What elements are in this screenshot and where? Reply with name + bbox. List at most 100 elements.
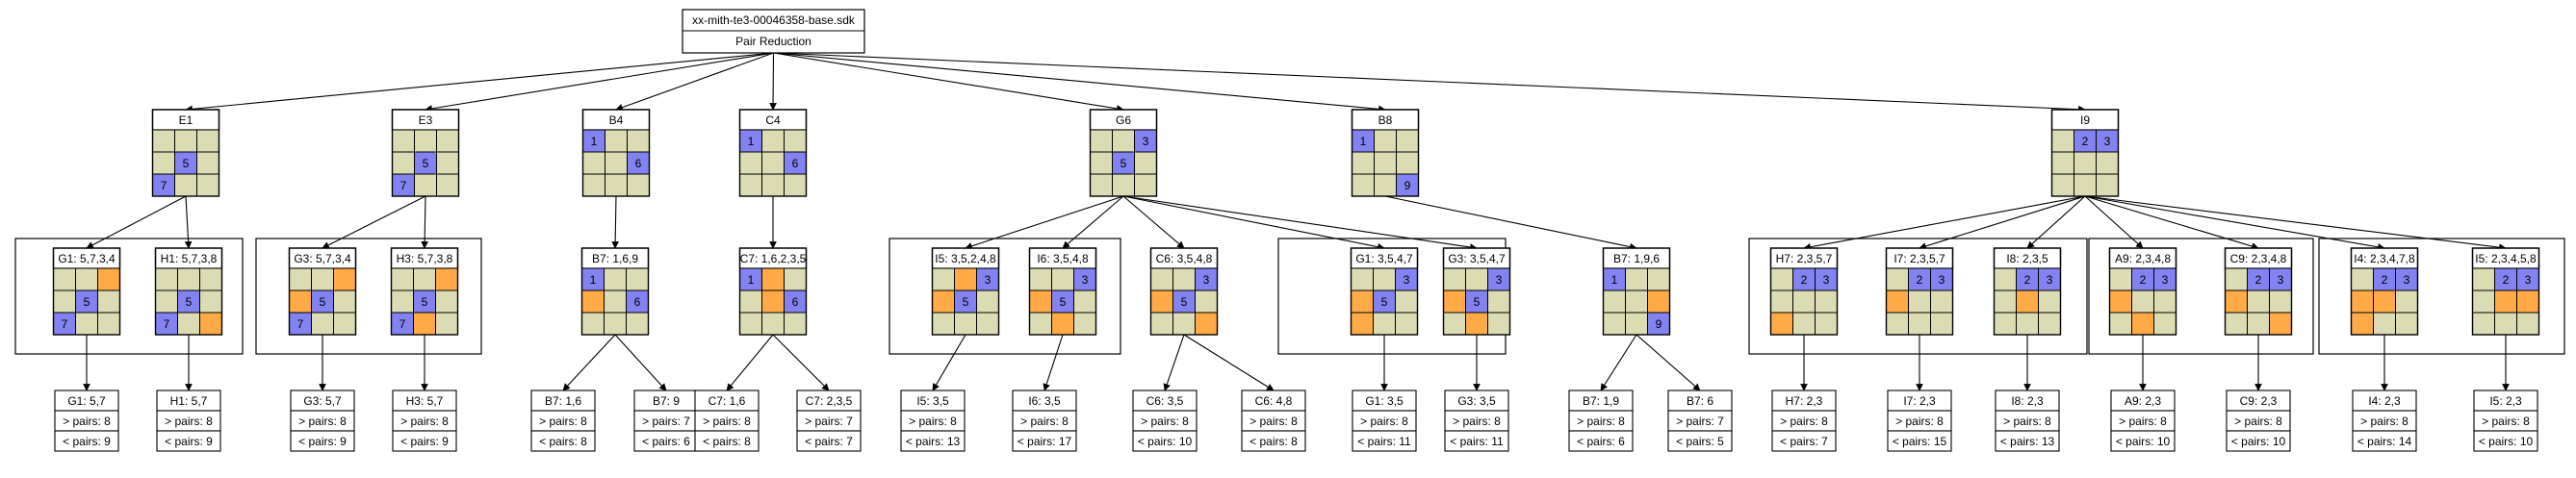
grid-cell bbox=[1603, 312, 1626, 336]
leaf-label: C6: 3,5 bbox=[1146, 394, 1184, 408]
tree-edge bbox=[1636, 334, 1701, 391]
grid-cell bbox=[2109, 289, 2132, 314]
grid-cell bbox=[627, 129, 650, 153]
leaf-label: A9: 2,3 bbox=[2125, 394, 2161, 408]
leaf-label: H7: 2,3 bbox=[1786, 394, 1823, 408]
grid-cell bbox=[1994, 312, 2017, 336]
cell-digit: 5 bbox=[963, 295, 969, 309]
grid-cell bbox=[196, 151, 219, 175]
leaf-node: G3: 3,5> pairs: 8< pairs: 11 bbox=[1444, 390, 1509, 452]
leaf-label: I8: 2,3 bbox=[2011, 394, 2044, 408]
grid-cell bbox=[582, 173, 605, 197]
tree-edge bbox=[2084, 195, 2259, 250]
cell-digit: 5 bbox=[1474, 295, 1481, 309]
grid-cell bbox=[2016, 312, 2039, 336]
cell-digit: 7 bbox=[164, 317, 170, 331]
node-label: B8 bbox=[1378, 113, 1393, 127]
node-label: C9: 2,3,4,8 bbox=[2230, 252, 2287, 265]
grid-cell bbox=[177, 312, 200, 336]
leaf-less-pairs: < pairs: 8 bbox=[703, 435, 751, 448]
grid-cell bbox=[1815, 312, 1838, 336]
leaf-more-pairs: > pairs: 8 bbox=[1780, 415, 1828, 428]
grid-cell bbox=[1487, 312, 1510, 336]
grid-cell bbox=[1625, 312, 1648, 336]
grid-cell bbox=[2351, 267, 2374, 291]
grid-cell bbox=[333, 289, 356, 314]
grid-cell bbox=[152, 129, 175, 153]
tree-edge bbox=[184, 195, 193, 249]
leaf-more-pairs: > pairs: 8 bbox=[909, 415, 957, 428]
leaf-label: I7: 2,3 bbox=[1903, 394, 1936, 408]
grid-cell bbox=[604, 267, 627, 291]
cell-digit: 2 bbox=[2503, 273, 2510, 287]
grid-cell bbox=[289, 267, 312, 291]
grid-cell bbox=[2038, 289, 2061, 314]
grid-cell bbox=[581, 312, 605, 336]
grid-cell bbox=[761, 289, 785, 314]
grid-cell bbox=[2225, 289, 2248, 314]
grid-cell bbox=[1374, 129, 1397, 153]
tree-edge bbox=[1919, 195, 2086, 250]
leaf-more-pairs: > pairs: 7 bbox=[1676, 415, 1724, 428]
grid-cell bbox=[605, 151, 628, 175]
grid-cell bbox=[391, 267, 414, 291]
leaf-node: I5: 3,5> pairs: 8< pairs: 13 bbox=[900, 390, 966, 452]
grid-cell bbox=[1029, 289, 1052, 314]
node-label: G3: 3,5,4,7 bbox=[1448, 252, 1506, 265]
leaf-more-pairs: > pairs: 8 bbox=[2234, 415, 2282, 428]
grid-cell bbox=[2373, 289, 2396, 314]
cell-digit: 9 bbox=[1404, 179, 1411, 192]
grid-cell bbox=[414, 173, 437, 197]
leaf-less-pairs: < pairs: 14 bbox=[2357, 435, 2412, 448]
tree-edge bbox=[1803, 195, 2086, 251]
cell-digit: 3 bbox=[2104, 135, 2111, 148]
tree-edge bbox=[1384, 195, 1637, 251]
tree-edge bbox=[1600, 334, 1637, 391]
leaf-less-pairs: < pairs: 9 bbox=[400, 435, 449, 448]
grid-cell bbox=[2269, 289, 2292, 314]
leaf-more-pairs: > pairs: 8 bbox=[1895, 415, 1944, 428]
leaf-node: G1: 3,5> pairs: 8< pairs: 11 bbox=[1352, 390, 1417, 452]
grid-cell bbox=[2351, 289, 2374, 314]
grid-cell bbox=[2373, 312, 2396, 336]
grid-cell bbox=[604, 312, 627, 336]
cell-digit: 7 bbox=[297, 317, 304, 331]
leaf-label: G1: 5,7 bbox=[67, 394, 106, 408]
cell-digit: 2 bbox=[2082, 135, 2089, 148]
grid-cell bbox=[2247, 289, 2270, 314]
cell-digit: 3 bbox=[1203, 273, 1210, 287]
leaf-less-pairs: < pairs: 13 bbox=[2000, 435, 2055, 448]
grid-cell bbox=[1886, 289, 1909, 314]
leaf-node: A9: 2,3> pairs: 8< pairs: 10 bbox=[2110, 390, 2176, 452]
grid-cell bbox=[435, 289, 458, 314]
grid-cell bbox=[155, 289, 178, 314]
leaf-label: B7: 9 bbox=[653, 394, 680, 408]
cell-digit: 5 bbox=[84, 295, 90, 309]
grid-cell bbox=[1395, 312, 1418, 336]
cell-digit: 7 bbox=[62, 317, 68, 331]
leaf-less-pairs: < pairs: 5 bbox=[1676, 435, 1724, 448]
grid-cell bbox=[1150, 267, 1173, 291]
grid-cell bbox=[2074, 151, 2097, 175]
grid-cell bbox=[333, 312, 356, 336]
grid-cell bbox=[1465, 267, 1488, 291]
leaf-less-pairs: < pairs: 6 bbox=[1577, 435, 1625, 448]
grid-cell bbox=[1351, 312, 1374, 336]
tree-edge bbox=[773, 52, 2086, 113]
grid-cell bbox=[627, 173, 650, 197]
grid-cell bbox=[761, 129, 785, 153]
grid-cell bbox=[75, 312, 98, 336]
leaf-node: C6: 3,5> pairs: 8< pairs: 10 bbox=[1132, 390, 1198, 452]
cluster-box bbox=[14, 238, 244, 355]
cell-digit: 5 bbox=[1121, 157, 1127, 170]
tree-edge bbox=[772, 334, 830, 391]
grid-cell bbox=[436, 173, 459, 197]
leaf-node: B7: 9> pairs: 7< pairs: 6 bbox=[633, 390, 699, 452]
grid-cell bbox=[1815, 289, 1838, 314]
tree-edge bbox=[614, 334, 667, 391]
